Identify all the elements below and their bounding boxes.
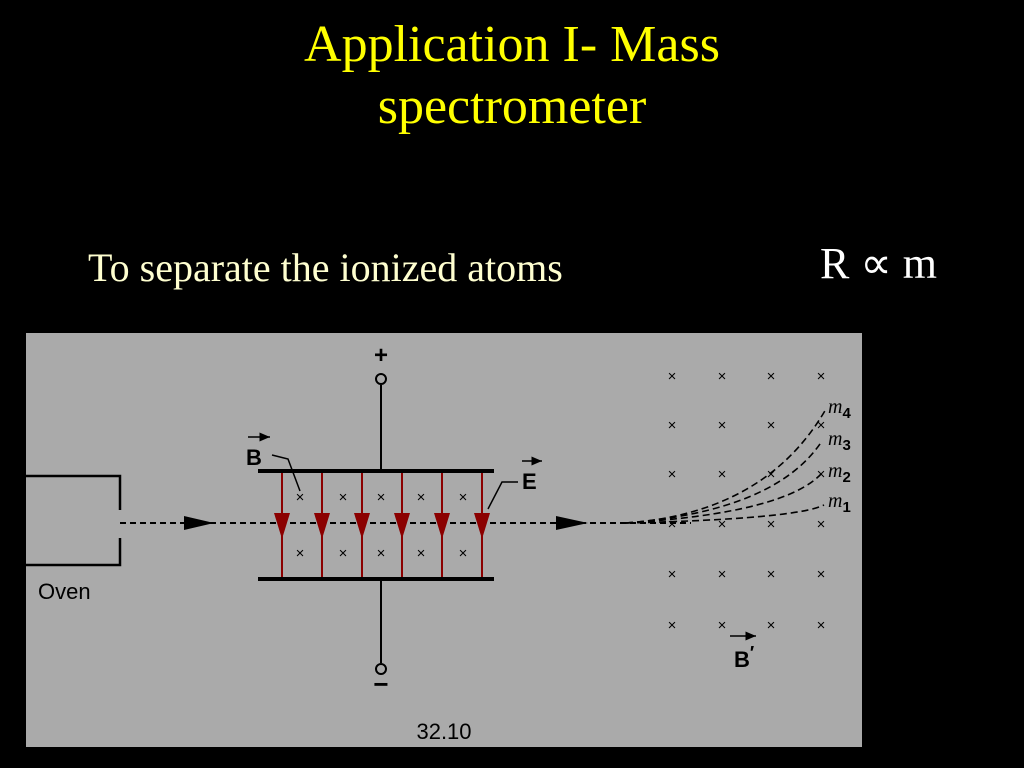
svg-text:×: × bbox=[767, 368, 776, 385]
svg-text:×: × bbox=[668, 466, 677, 483]
title-line-1: Application I- Mass bbox=[304, 16, 720, 73]
formula: R ∝ m bbox=[820, 239, 938, 288]
b-label: B bbox=[246, 445, 262, 470]
svg-text:×: × bbox=[377, 545, 386, 562]
svg-text:×: × bbox=[718, 566, 727, 583]
svg-text:×: × bbox=[718, 466, 727, 483]
e-leader-line bbox=[487, 481, 518, 510]
svg-text:×: × bbox=[339, 545, 348, 562]
trajectory-m1 bbox=[625, 504, 825, 524]
svg-text:×: × bbox=[668, 368, 677, 385]
svg-text:×: × bbox=[718, 417, 727, 434]
subtitle: To separate the ionized atoms bbox=[88, 245, 563, 290]
svg-text:m3: m3 bbox=[828, 428, 851, 454]
svg-text:m2: m2 bbox=[828, 460, 851, 486]
diagram-svg: Oven + − × × bbox=[26, 342, 851, 744]
terminal-bottom bbox=[375, 663, 387, 675]
beam-arrow-1 bbox=[184, 516, 214, 530]
svg-text:×: × bbox=[296, 545, 305, 562]
svg-text:×: × bbox=[296, 489, 305, 506]
svg-text:×: × bbox=[417, 489, 426, 506]
slide-title: Application I- Mass spectrometer bbox=[0, 14, 1024, 138]
deflection-b-field-crosses: × × × × × × × × × × × × × × × × × × × × … bbox=[668, 368, 826, 634]
svg-text:×: × bbox=[817, 516, 826, 533]
title-line-2: spectrometer bbox=[377, 78, 647, 135]
trajectory-m2 bbox=[625, 472, 823, 524]
svg-text:×: × bbox=[417, 545, 426, 562]
mass-spectrometer-diagram: Oven + − × × bbox=[26, 333, 862, 747]
svg-text:×: × bbox=[767, 466, 776, 483]
svg-text:×: × bbox=[718, 516, 727, 533]
selector-b-field-crosses: × × × × × × × × × × bbox=[296, 489, 468, 562]
e-label: E bbox=[522, 469, 537, 494]
svg-text:×: × bbox=[718, 617, 727, 634]
mass-label-m2: m bbox=[828, 460, 842, 482]
svg-text:×: × bbox=[817, 368, 826, 385]
svg-text:×: × bbox=[767, 516, 776, 533]
svg-text:×: × bbox=[767, 617, 776, 634]
oven-box bbox=[26, 474, 122, 567]
mass-label-m1: m bbox=[828, 490, 842, 512]
svg-text:×: × bbox=[817, 417, 826, 434]
trajectory-m3 bbox=[625, 440, 823, 524]
mass-label-m4: m bbox=[828, 396, 842, 418]
svg-text:×: × bbox=[377, 489, 386, 506]
figure-number: 32.10 bbox=[416, 719, 471, 744]
svg-text:×: × bbox=[767, 417, 776, 434]
ion-trajectories bbox=[625, 408, 827, 524]
minus-label: − bbox=[373, 669, 388, 699]
b-prime-label: B′ bbox=[734, 643, 754, 672]
e-field-arrows bbox=[274, 473, 490, 577]
svg-text:m1: m1 bbox=[828, 490, 851, 516]
svg-text:×: × bbox=[339, 489, 348, 506]
svg-text:×: × bbox=[668, 566, 677, 583]
svg-text:×: × bbox=[668, 516, 677, 533]
terminal-top bbox=[375, 373, 387, 385]
svg-text:×: × bbox=[668, 417, 677, 434]
b-leader-line bbox=[271, 454, 301, 492]
plus-label: + bbox=[374, 342, 388, 369]
mass-labels: m4 m3 m2 m1 bbox=[828, 396, 851, 516]
mass-label-m3: m bbox=[828, 428, 842, 450]
svg-text:×: × bbox=[668, 617, 677, 634]
svg-text:×: × bbox=[718, 368, 727, 385]
beam-arrow-2 bbox=[556, 516, 588, 530]
svg-text:×: × bbox=[767, 566, 776, 583]
svg-text:×: × bbox=[817, 566, 826, 583]
svg-text:×: × bbox=[459, 545, 468, 562]
oven-label: Oven bbox=[38, 579, 91, 604]
svg-text:×: × bbox=[817, 617, 826, 634]
svg-text:×: × bbox=[459, 489, 468, 506]
svg-text:m4: m4 bbox=[828, 396, 851, 422]
